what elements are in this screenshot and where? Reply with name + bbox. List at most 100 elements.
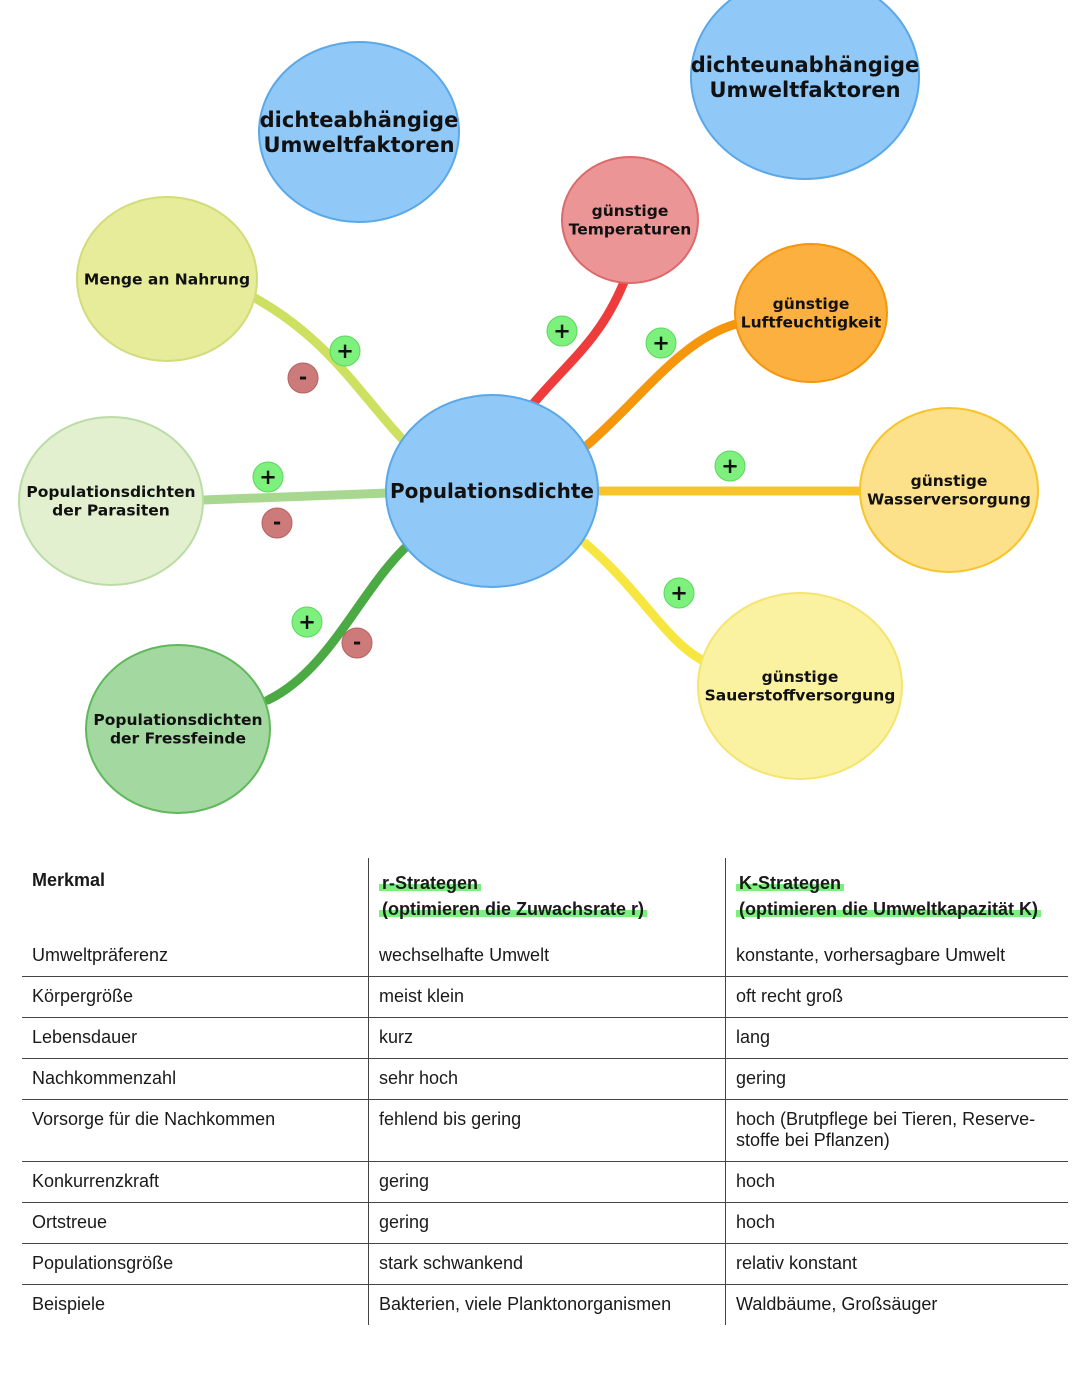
plus-sign-text-temperatur: + [553,319,571,343]
plus-sign-fressfeinde [291,606,323,638]
header-r-strategen: r-Strategen (optimieren die Zuwachsrate … [368,858,726,936]
cell-r-strategen: meist klein [368,976,726,1018]
connector-nahrung [250,293,410,447]
center-bubble [385,394,599,588]
factor-label-parasiten-line-1: Populationsdichten [26,483,195,501]
plus-sign-text-fressfeinde: + [298,610,316,634]
factor-label-fressfeinde-line-2: der Fressfeinde [110,730,246,748]
cell-k-strategen: oft recht groß [736,986,844,1006]
plus-sign-parasiten [252,461,284,493]
cell-k-strategen: konstante, vorhersagbare Umwelt [736,945,1006,965]
factor-bubble-parasiten [18,416,204,586]
cell-r-strategen: gering [368,1202,726,1244]
factor-label-temperatur-line-1: günstige [592,202,669,220]
plus-sign-nahrung [329,335,361,367]
cell-r-strategen: kurz [368,1017,726,1059]
cell-merkmal: Umweltpräferenz [22,936,369,977]
cell-merkmal: Beispiele [22,1284,369,1325]
cell-k-strategen: relativ konstant [736,1253,858,1273]
cell-merkmal: Konkurrenzkraft [22,1161,369,1203]
cell-merkmal: Ortstreue [22,1202,369,1244]
factor-label-wasser-line-2: Wasserversorgung [867,491,1031,509]
center-label: Populationsdichte [390,479,594,503]
dependent-factors-bubble [258,41,460,223]
factor-bubble-nahrung [76,196,258,362]
plus-sign-luftfeuchtigkeit [645,327,677,359]
header-k-strategen: K-Strategen (optimieren die Umweltkapazi… [726,858,1069,936]
plus-sign-text-wasser: + [721,454,739,478]
factor-label-luftfeuchtigkeit-line-2: Luftfeuchtigkeit [741,314,882,332]
table-header-row: Merkmal r-Strategen (optimieren die Zuwa… [22,858,1068,936]
connector-parasiten [198,488,393,505]
factor-label-wasser-line-1: günstige [911,472,988,490]
factor-label-fressfeinde-line-1: Populationsdichten [93,711,262,729]
cell-r-strategen: wechselhafte Umwelt [368,936,726,977]
cell-k-strategen: gering [736,1068,787,1088]
header-k-title: K-Strategen [736,873,845,893]
connector-sauerstoff [580,538,707,665]
header-r-title: r-Strategen [379,873,482,893]
header-merkmal: Merkmal [22,858,369,936]
factor-bubble-sauerstoff [697,592,903,780]
connector-temperatur [527,277,629,410]
factor-bubble-fressfeinde [85,644,271,814]
factor-bubble-temperatur [561,156,699,284]
cell-k-strategen: hoch [736,1171,776,1191]
cell-r-strategen: Bakterien, viele Planktonorganismen [368,1284,726,1325]
independent-factors-title-line-1: dichteunabhängige [691,53,920,77]
cell-r-strategen: stark schwankend [368,1243,726,1285]
plus-sign-text-sauerstoff: + [670,581,688,605]
header-k-subtitle: (optimieren die Umweltkapazität K) [736,899,1042,919]
plus-sign-text-parasiten: + [259,465,277,489]
minus-sign-fressfeinde [341,627,373,659]
cell-r-strategen: sehr hoch [368,1058,726,1100]
dependent-factors-title-line-2: Umweltfaktoren [263,133,454,157]
factor-label-nahrung-line-1: Menge an Nahrung [84,270,250,288]
cell-r-strategen: fehlend bis gering [368,1099,726,1162]
factor-bubble-wasser [859,407,1039,573]
population-density-mindmap: dichteabhängigeUmweltfaktorendichteunabh… [18,0,1039,814]
plus-sign-temperatur [546,315,578,347]
plus-sign-text-nahrung: + [336,339,354,363]
cell-r-strategen: gering [368,1161,726,1203]
r-k-strategy-table: Merkmal r-Strategen (optimieren die Zuwa… [22,858,1068,1325]
independent-factors-title-line-2: Umweltfaktoren [709,78,900,102]
cell-k-strategen: Waldbäume, Großsäuger [736,1294,938,1314]
dependent-factors-title-line-1: dichteabhängige [260,108,459,132]
factor-label-parasiten-line-2: der Parasiten [52,502,170,520]
plus-sign-sauerstoff [663,577,695,609]
connector-fressfeinde [263,540,413,705]
cell-k-strategen: lang [736,1027,771,1047]
cell-merkmal: Vorsorge für die Nachkommen [22,1099,369,1162]
cell-merkmal: Populationsgröße [22,1243,369,1285]
minus-sign-text-fressfeinde: - [353,630,361,654]
plus-sign-wasser [714,450,746,482]
plus-sign-text-luftfeuchtigkeit: + [652,331,670,355]
connector-luftfeuchtigkeit [580,319,741,452]
factor-label-temperatur-line-2: Temperaturen [569,221,692,239]
minus-sign-nahrung [287,362,319,394]
minus-sign-text-nahrung: - [299,365,307,389]
factor-label-sauerstoff-line-2: Sauerstoffversorgung [705,687,896,705]
cell-k-strategen: hoch [736,1212,776,1232]
cell-k-strategen: hoch (Brutpflege bei Tieren, Reserve-sto… [736,1109,1036,1150]
cell-merkmal: Körpergröße [22,976,369,1018]
minus-sign-text-parasiten: - [273,510,281,534]
factor-label-luftfeuchtigkeit-line-1: günstige [773,295,850,313]
minus-sign-parasiten [261,507,293,539]
cell-merkmal: Lebensdauer [22,1017,369,1059]
factor-bubble-luftfeuchtigkeit [734,243,888,383]
factor-label-sauerstoff-line-1: günstige [762,668,839,686]
independent-factors-bubble [690,0,920,180]
cell-merkmal: Nachkommenzahl [22,1058,369,1100]
